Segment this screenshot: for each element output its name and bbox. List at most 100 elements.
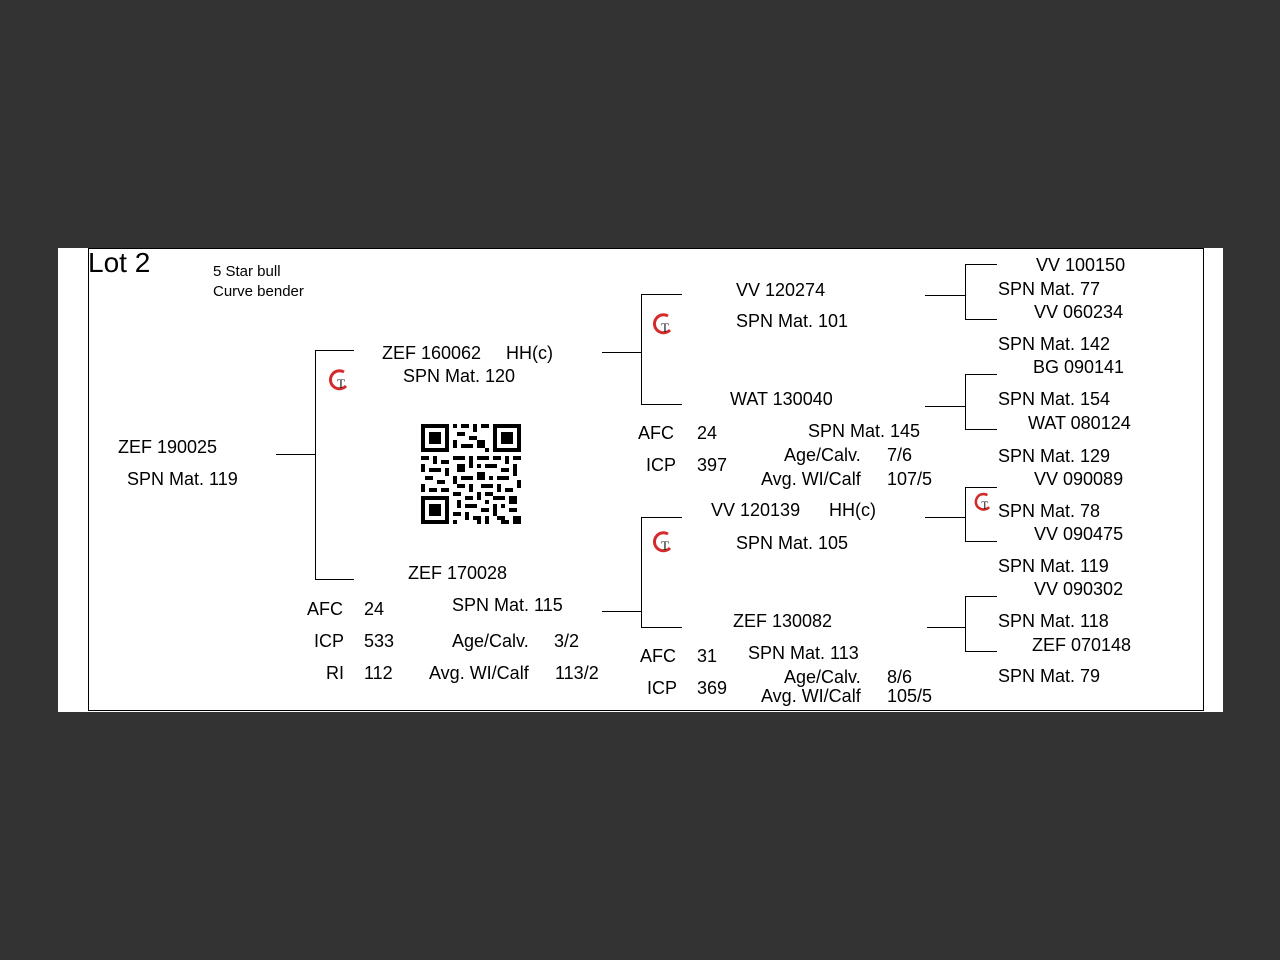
ssd-id: VV 060234 — [1034, 302, 1124, 322]
dd-icp-value: 369 — [697, 678, 728, 698]
ss-id: VV 120274 — [736, 280, 826, 300]
ddd-id: ZEF 070148 — [1032, 635, 1132, 655]
dam-mat: SPN Mat. 115 — [452, 595, 563, 615]
animal-id: ZEF 190025 — [118, 437, 218, 457]
connector — [641, 404, 682, 405]
dd-icp-label: ICP — [647, 678, 678, 698]
connector — [965, 596, 997, 597]
connector — [965, 264, 966, 320]
sd-wi-label: Avg. WI/Calf — [761, 469, 861, 489]
animal-mat: SPN Mat. 119 — [127, 469, 238, 489]
sds-mat: SPN Mat. 154 — [998, 389, 1111, 409]
sss-mat: SPN Mat. 77 — [998, 279, 1101, 299]
qr-code-icon — [421, 424, 521, 524]
ds-mat: SPN Mat. 105 — [736, 533, 849, 553]
dsd-mat: SPN Mat. 119 — [998, 556, 1109, 576]
connector — [315, 350, 354, 351]
connector — [641, 627, 682, 628]
gt-logo-icon: T — [328, 369, 348, 391]
connector — [965, 487, 966, 542]
dds-id: VV 090302 — [1034, 579, 1124, 599]
connector — [641, 294, 642, 405]
connector — [315, 350, 316, 580]
sd-afc-value: 24 — [697, 423, 718, 443]
sdd-id: WAT 080124 — [1028, 413, 1131, 433]
sss-id: VV 100150 — [1036, 255, 1126, 275]
dd-wi-label: Avg. WI/Calf — [761, 686, 861, 706]
dd-age-value: 8/6 — [887, 667, 913, 687]
sire-id: ZEF 160062 — [382, 343, 482, 363]
dam-age-value: 3/2 — [554, 631, 580, 651]
sd-age-label: Age/Calv. — [784, 445, 861, 465]
sd-icp-label: ICP — [646, 455, 677, 475]
ssd-mat: SPN Mat. 142 — [998, 334, 1111, 354]
connector — [965, 541, 997, 542]
connector — [965, 319, 997, 320]
connector — [641, 294, 682, 295]
connector — [602, 352, 642, 353]
dam-afc-label: AFC — [307, 599, 343, 619]
gt-logo-icon: T — [652, 313, 672, 335]
connector — [965, 374, 966, 430]
dam-wi-label: Avg. WI/Calf — [429, 663, 529, 683]
dd-afc-label: AFC — [640, 646, 676, 666]
connector — [315, 579, 354, 580]
sd-id: WAT 130040 — [730, 389, 833, 409]
lot-note-1: 5 Star bull — [213, 263, 281, 280]
sd-age-value: 7/6 — [887, 445, 913, 465]
connector — [925, 295, 966, 296]
svg-text:T: T — [981, 500, 988, 512]
connector — [965, 651, 997, 652]
gt-logo-icon: T — [974, 492, 991, 512]
sd-icp-value: 397 — [697, 455, 728, 475]
connector — [641, 517, 642, 628]
connector — [925, 517, 966, 518]
lot-title: Lot 2 — [88, 247, 151, 278]
connector — [602, 611, 642, 612]
dam-ri-label: RI — [326, 663, 344, 683]
dd-age-label: Age/Calv. — [784, 667, 861, 687]
dd-mat: SPN Mat. 113 — [748, 643, 859, 663]
connector — [925, 406, 966, 407]
sdd-mat: SPN Mat. 129 — [998, 446, 1111, 466]
ddd-mat: SPN Mat. 79 — [998, 666, 1101, 686]
connector — [965, 487, 997, 488]
pedigree-card: Lot 2 5 Star bull Curve bender ZEF 19002… — [58, 248, 1223, 712]
connector — [965, 596, 966, 652]
ss-mat: SPN Mat. 101 — [736, 311, 849, 331]
dam-icp-label: ICP — [314, 631, 345, 651]
sire-mat: SPN Mat. 120 — [403, 366, 516, 386]
dd-afc-value: 31 — [697, 646, 718, 666]
sd-wi-value: 107/5 — [887, 469, 933, 489]
dam-wi-value: 113/2 — [555, 663, 599, 683]
dss-id: VV 090089 — [1034, 469, 1124, 489]
connector — [965, 374, 997, 375]
connector — [641, 517, 682, 518]
ds-id: VV 120139 — [711, 500, 801, 520]
sire-tag: HH(c) — [506, 343, 553, 363]
dsd-id: VV 090475 — [1034, 524, 1124, 544]
sd-afc-label: AFC — [638, 423, 674, 443]
svg-text:T: T — [661, 538, 669, 553]
connector — [965, 264, 997, 265]
dam-icp-value: 533 — [364, 631, 395, 651]
connector — [276, 454, 316, 455]
sds-id: BG 090141 — [1033, 357, 1125, 377]
dam-afc-value: 24 — [364, 599, 385, 619]
dss-mat: SPN Mat. 78 — [998, 501, 1101, 521]
svg-text:T: T — [337, 376, 345, 391]
dd-id: ZEF 130082 — [733, 611, 833, 631]
lot-note-2: Curve bender — [213, 283, 304, 300]
dds-mat: SPN Mat. 118 — [998, 611, 1109, 631]
svg-text:T: T — [661, 320, 669, 335]
gt-logo-icon: T — [652, 531, 672, 553]
dam-id: ZEF 170028 — [408, 563, 508, 583]
connector — [965, 429, 997, 430]
sd-mat: SPN Mat. 145 — [808, 421, 921, 441]
connector — [927, 627, 966, 628]
card-border — [88, 248, 1204, 711]
dd-wi-value: 105/5 — [887, 686, 933, 706]
dam-ri-value: 112 — [364, 663, 393, 683]
ds-tag: HH(c) — [829, 500, 876, 520]
dam-age-label: Age/Calv. — [452, 631, 529, 651]
